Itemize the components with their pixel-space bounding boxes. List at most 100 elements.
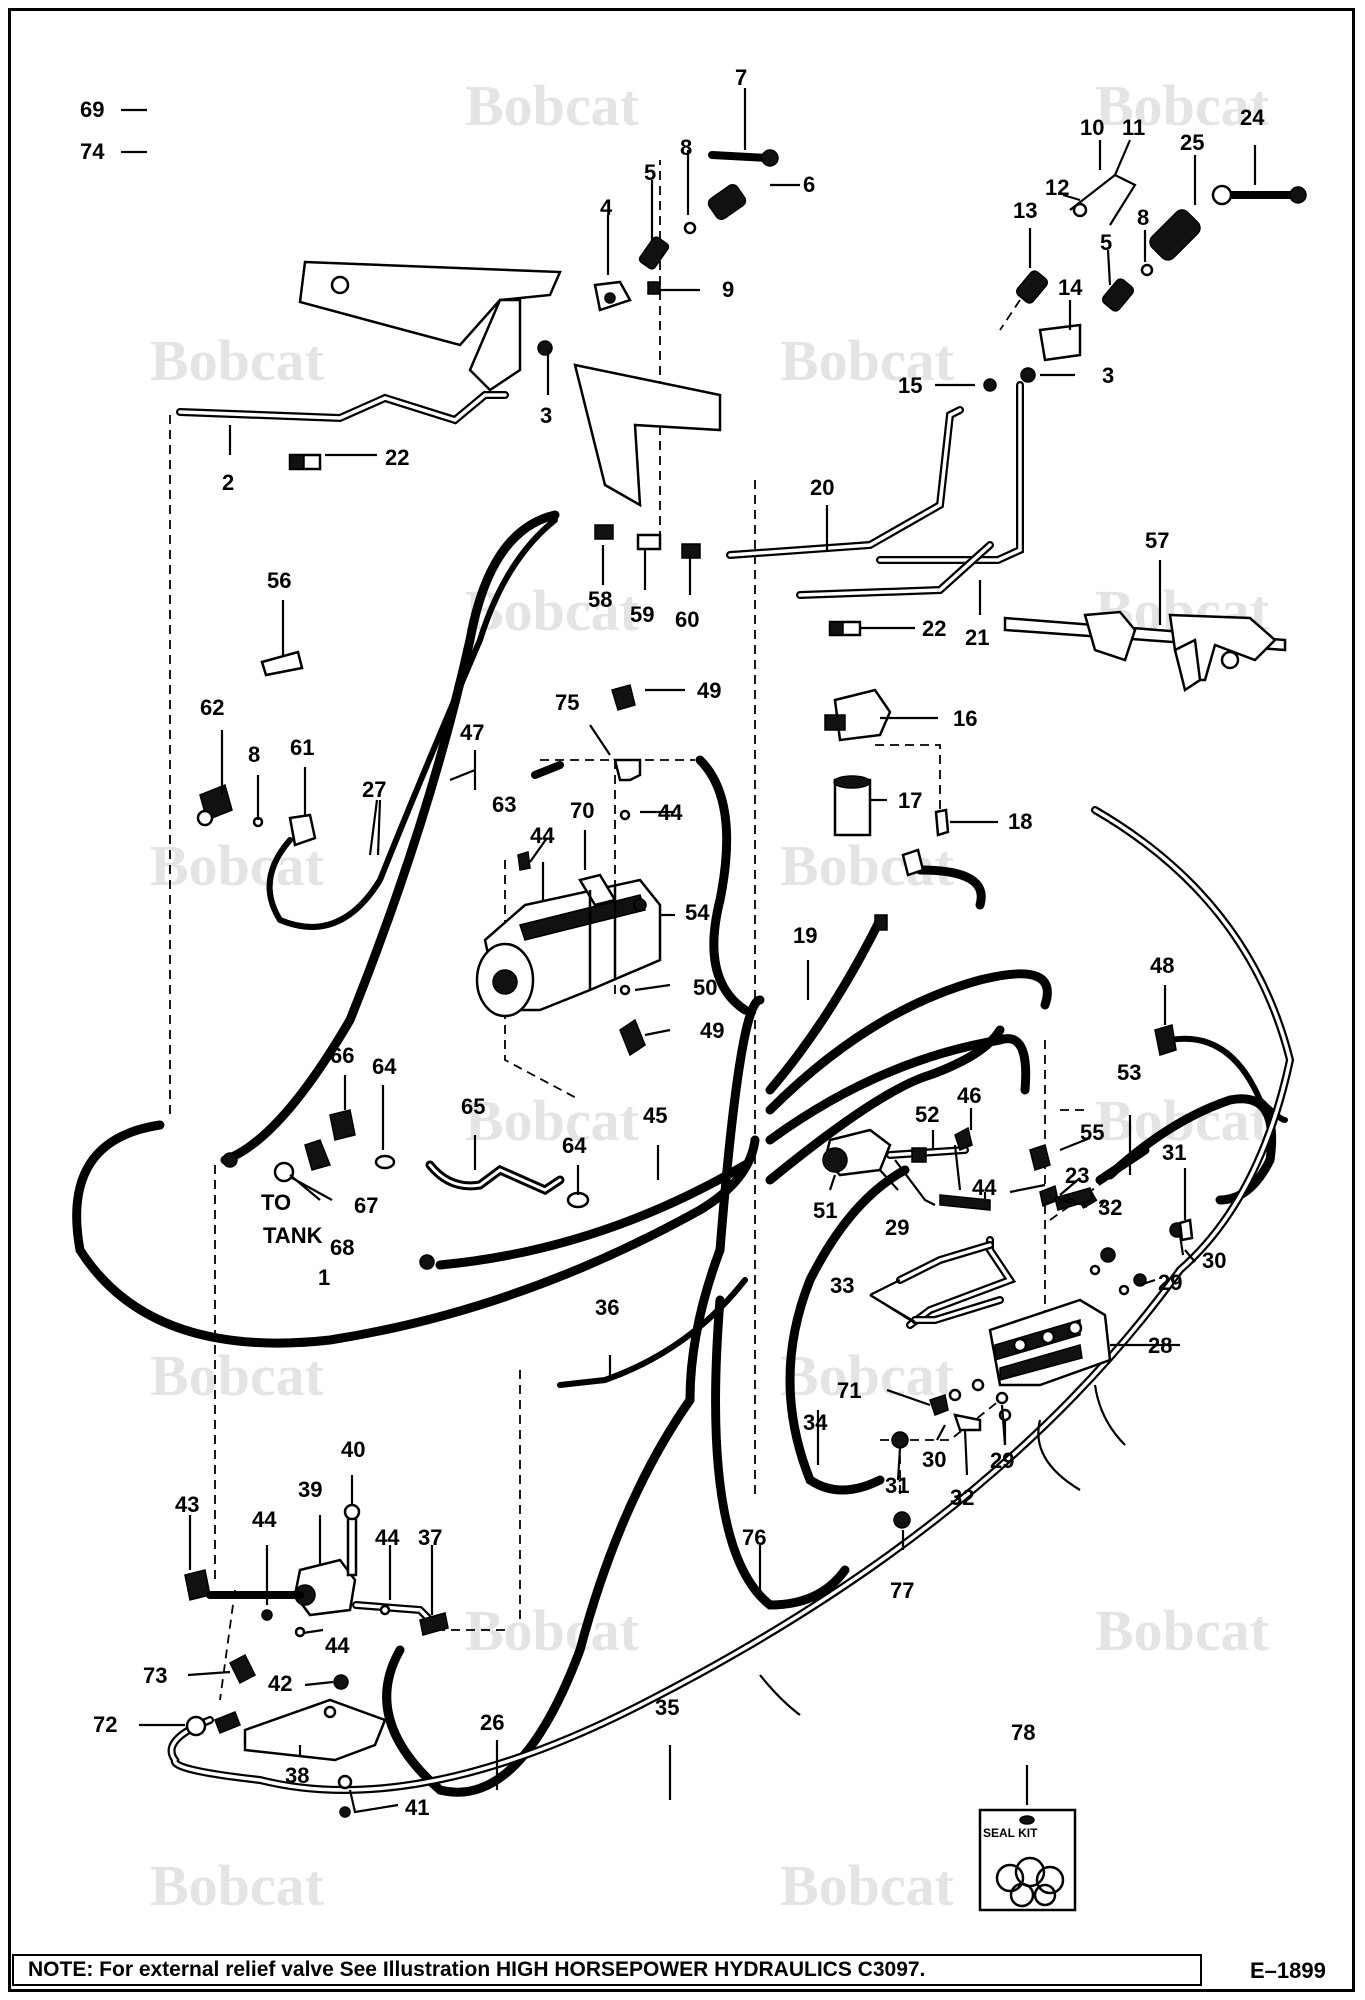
watermark: Bobcat [150,1853,325,1918]
callout-36: 36 [595,1295,619,1320]
callout-10: 10 [1080,115,1104,140]
bracket-57 [1003,610,1287,693]
pump-assembly [475,873,662,1018]
diagram-frame [8,8,1355,1992]
callout-64: 64 [372,1054,397,1079]
callout-43: 43 [175,1492,199,1517]
callout-54: 54 [685,900,710,925]
callout-55: 55 [1080,1120,1104,1145]
callout-42: 42 [268,1671,292,1696]
fittings-61-62 [196,783,317,847]
callout-44b: 44 [658,800,683,825]
callout-44e: 44 [375,1525,400,1550]
callout-16: 16 [953,706,977,731]
tank-fittings [222,1109,590,1270]
callout-5: 5 [644,160,656,185]
seal-kit-icon: SEAL KIT [978,1808,1077,1912]
callout-49b: 49 [700,1018,724,1043]
callout-63: 63 [492,792,516,817]
callout-13: 13 [1013,198,1037,223]
callout-24: 24 [1240,105,1265,130]
watermark: Bobcat [465,1088,640,1153]
callout-26: 26 [480,1710,504,1735]
callout-18: 18 [1008,809,1032,834]
footnote-bar: NOTE: For external relief valve See Illu… [12,1954,1202,1986]
callout-8b: 8 [1137,205,1149,230]
watermark: Bobcat [780,833,955,898]
fitting-48 [1154,1024,1177,1056]
callout-57: 57 [1145,528,1169,553]
bottom-left-assembly [184,1503,449,1818]
callout-45: 45 [643,1103,667,1128]
top-right-fittings [876,173,1307,564]
callout-58: 58 [588,587,612,612]
callout-1: 1 [318,1265,330,1290]
callout-68: 68 [330,1235,354,1260]
callout-62: 62 [200,695,224,720]
callout-50: 50 [693,975,717,1000]
seal-kit-label: SEAL KIT [983,1826,1038,1840]
callout-20: 20 [810,475,834,500]
watermark: Bobcat [1095,73,1270,138]
callout-66: 66 [330,1043,354,1068]
callout-9: 9 [722,277,734,302]
plate-56 [260,650,304,677]
callout-33: 33 [830,1273,854,1298]
callout-41: 41 [405,1795,429,1820]
callout-12: 12 [1045,175,1069,200]
figure-code: E–1899 [1250,1958,1326,1983]
callout-28: 28 [1148,1333,1172,1358]
lower-valve-fittings [891,1378,1012,1529]
callout-3: 3 [540,403,552,428]
callout-21: 21 [965,625,989,650]
callout-77: 77 [890,1578,914,1603]
part-labels: 69 74 7 8 5 6 4 9 3 2 22 10 11 12 13 14 … [80,65,1265,1820]
callout-22b: 22 [922,616,946,641]
tubes-20-21 [726,406,994,637]
callout-8: 8 [680,135,692,160]
watermark: Bobcat [1095,1598,1270,1663]
callout-59: 59 [630,602,654,627]
callout-30a: 30 [1202,1248,1226,1273]
callout-29a: 29 [885,1215,909,1240]
callout-60: 60 [675,607,699,632]
callout-32a: 32 [1098,1195,1122,1220]
callout-39: 39 [298,1477,322,1502]
callout-30b: 30 [922,1447,946,1472]
callout-22: 22 [385,445,409,470]
watermark: Bobcat [150,1343,325,1408]
callout-61: 61 [290,735,314,760]
pump-fittings [517,684,646,1057]
callout-70: 70 [570,798,594,823]
fittings-58-60 [594,524,701,559]
callout-14: 14 [1058,275,1083,300]
callout-76: 76 [742,1525,766,1550]
callout-51: 51 [813,1198,837,1223]
left-upper-assembly [176,260,722,508]
filter-assembly [824,688,950,931]
callout-48: 48 [1150,953,1174,978]
callout-78: 78 [1011,1720,1035,1745]
callout-17: 17 [898,788,922,813]
callout-71: 71 [837,1378,861,1403]
leader-lines [121,88,1257,1814]
callout-40: 40 [341,1437,365,1462]
callout-2: 2 [222,470,234,495]
callout-73: 73 [143,1663,167,1688]
callout-49: 49 [697,678,721,703]
callout-34: 34 [803,1410,828,1435]
hoses [72,510,1295,1797]
watermarks: Bobcat Bobcat Bobcat Bobcat Bobcat Bobca… [150,73,1270,1918]
callout-6: 6 [803,172,815,197]
callout-69: 69 [80,97,104,122]
callout-32b: 32 [950,1485,974,1510]
callout-31b: 31 [885,1473,909,1498]
callout-19: 19 [793,923,817,948]
tank-label: TANK [263,1223,323,1248]
callout-35: 35 [655,1695,679,1720]
callout-72: 72 [93,1712,117,1737]
callout-15: 15 [898,373,922,398]
callout-65: 65 [461,1094,485,1119]
watermark: Bobcat [150,328,325,393]
callout-5b: 5 [1100,230,1112,255]
